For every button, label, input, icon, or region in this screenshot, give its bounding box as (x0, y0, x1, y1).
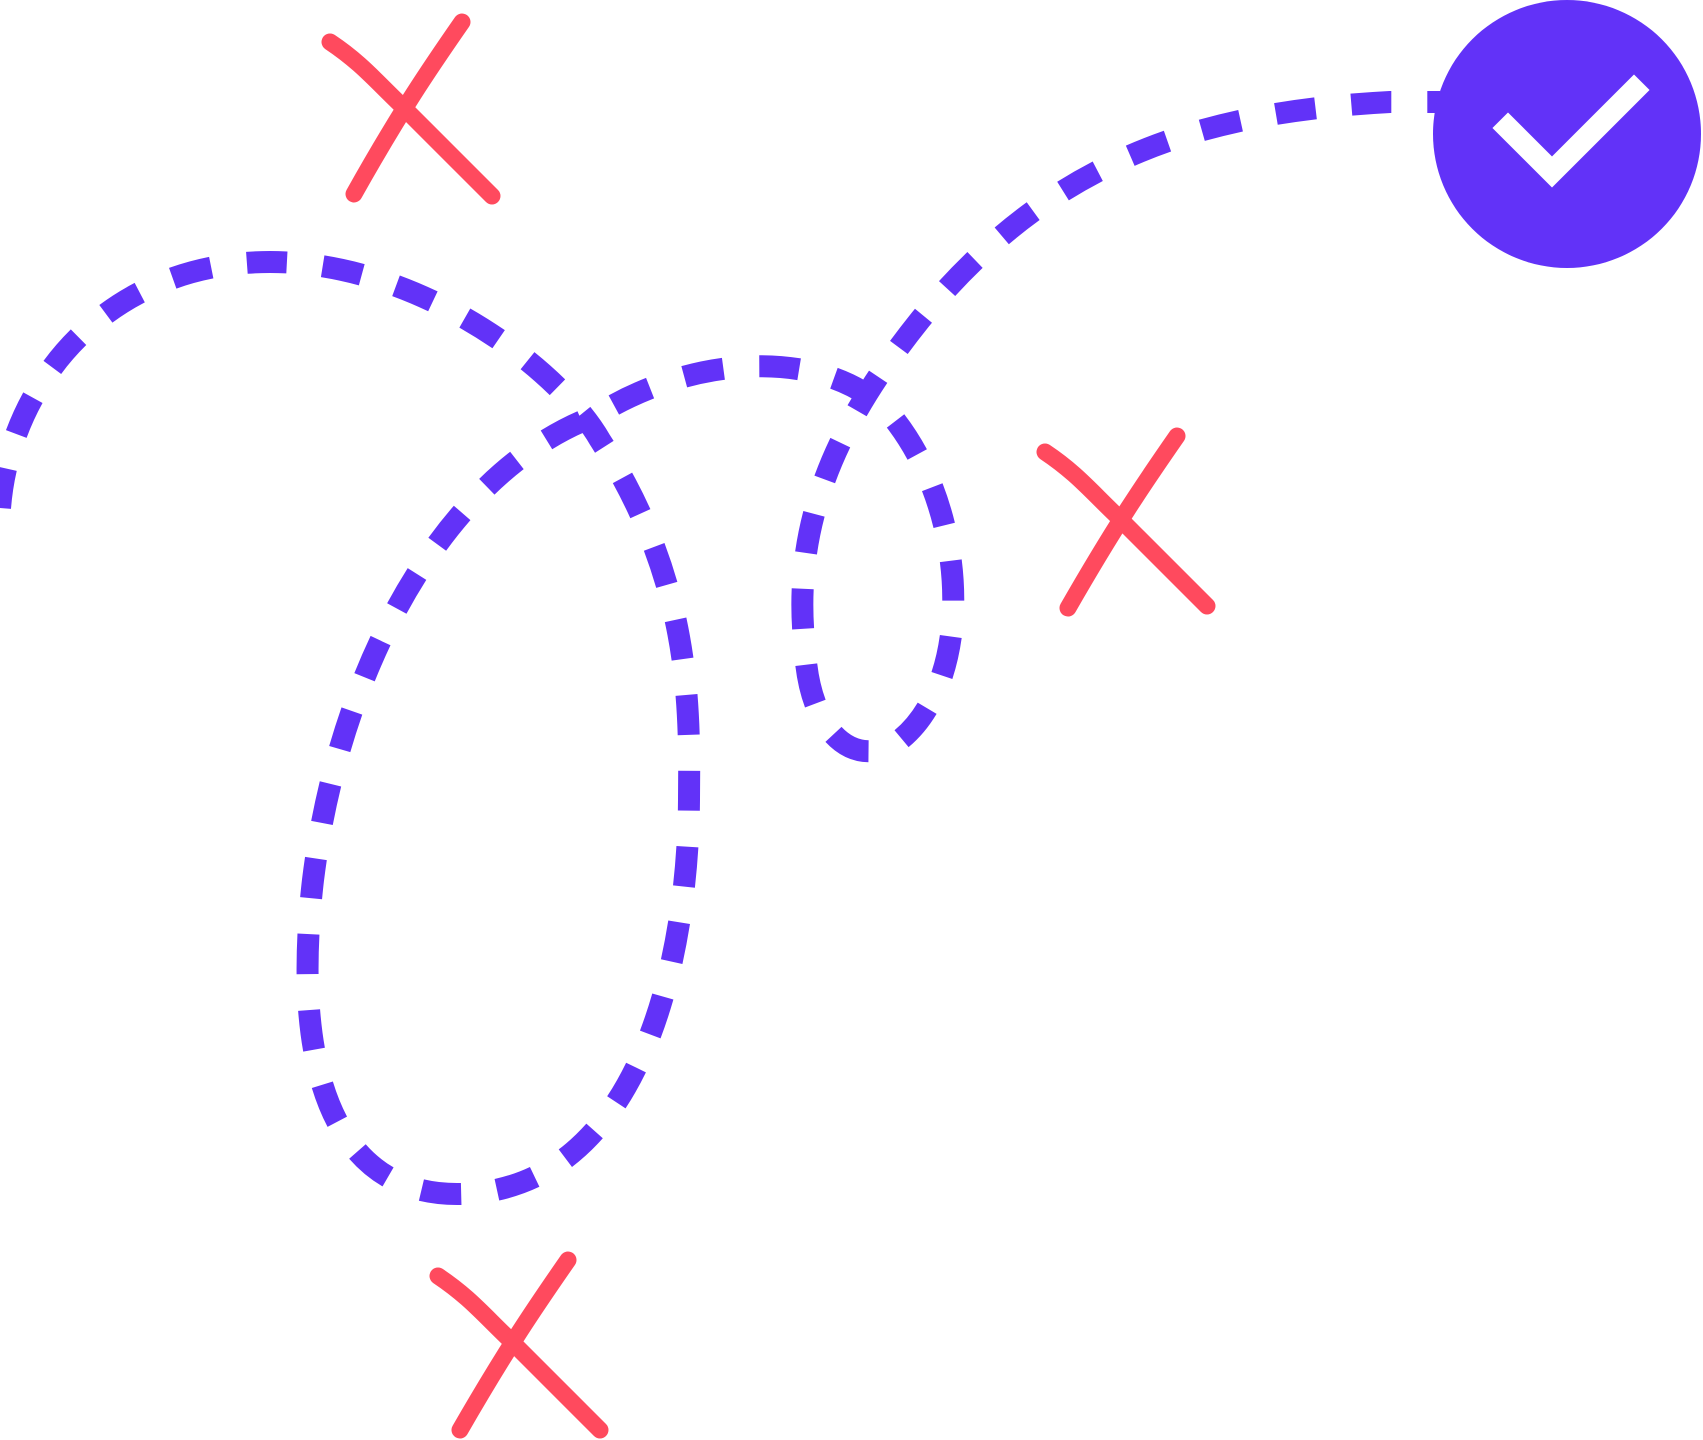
goal-circle (1433, 0, 1701, 268)
cross-icon (321, 13, 501, 205)
cross-stroke-b (345, 13, 471, 203)
check-circle-icon (1433, 0, 1701, 268)
cross-stroke-b (1059, 427, 1186, 617)
check-icon (1492, 74, 1650, 188)
cross-icon (429, 1251, 609, 1439)
cross-stroke-a (1036, 443, 1216, 615)
dashed-path (0, 91, 1440, 1206)
cross-stroke-a (429, 1267, 609, 1439)
cross-stroke-a (321, 33, 501, 205)
cross-stroke-b (451, 1251, 577, 1439)
cross-icon (1036, 427, 1216, 617)
